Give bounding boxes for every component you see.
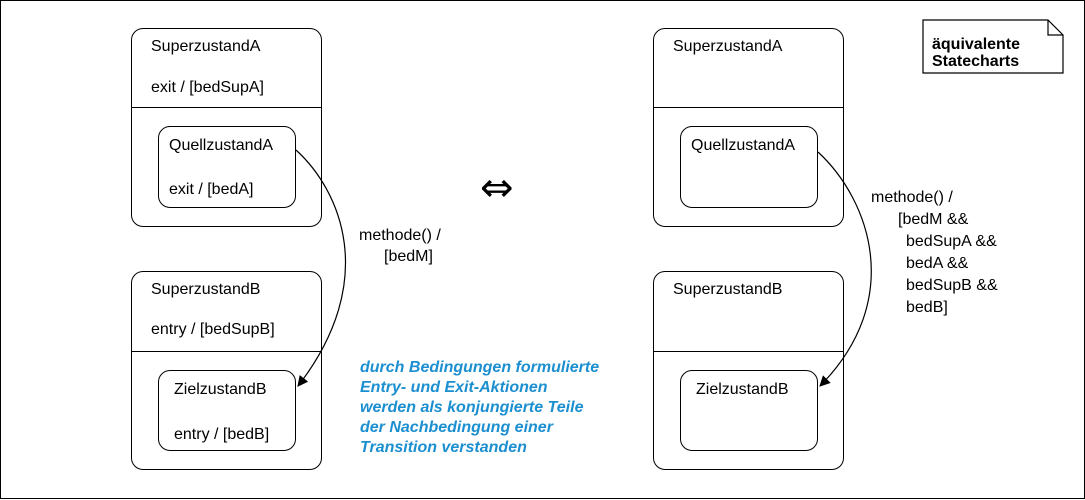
- right-zielzustand-b-name: ZielzustandB: [696, 381, 789, 398]
- left-zielzustand-b-action: entry / [bedB]: [174, 426, 270, 443]
- right-transition-label-line2: [bedM &&: [898, 211, 969, 228]
- left-superstate-b-name: SuperzustandB: [151, 281, 261, 298]
- explanation-line-5: Transition verstanden: [360, 439, 527, 456]
- right-transition-label-line4: bedA &&: [906, 255, 969, 272]
- note-line-2: Statecharts: [932, 53, 1020, 70]
- left-quellzustand-a-action: exit / [bedA]: [169, 181, 254, 198]
- right-transition-label-line5: bedSupB &&: [906, 277, 998, 294]
- left-transition-label-line1: methode() /: [359, 227, 441, 244]
- explanation-line-2: Entry- und Exit-Aktionen: [360, 379, 548, 396]
- left-zielzustand-b-name: ZielzustandB: [174, 381, 267, 398]
- left-superstate-b-divider: [131, 351, 322, 352]
- left-quellzustand-a: [158, 126, 296, 208]
- left-superstate-a-action: exit / [bedSupA]: [151, 79, 264, 96]
- left-transition-label-line2: [bedM]: [384, 248, 433, 265]
- right-transition-label-line6: bedB]: [906, 299, 948, 316]
- left-quellzustand-a-name: QuellzustandA: [169, 137, 274, 154]
- explanation-line-3: werden als konjungierte Teile: [360, 399, 584, 416]
- right-superstate-a-divider: [653, 107, 844, 108]
- right-superstate-b-name: SuperzustandB: [673, 281, 783, 298]
- right-transition-label-line3: bedSupA &&: [906, 233, 997, 250]
- right-quellzustand-a-name: QuellzustandA: [691, 137, 796, 154]
- left-superstate-a-name: SuperzustandA: [151, 38, 261, 55]
- note-line-1: äquivalente: [932, 36, 1021, 53]
- right-superstate-b-divider: [653, 351, 844, 352]
- explanation-line-4: der Nachbedingung einer: [360, 419, 553, 436]
- right-superstate-a-name: SuperzustandA: [673, 38, 783, 55]
- left-superstate-b-action: entry / [bedSupB]: [151, 321, 275, 338]
- left-superstate-a-divider: [131, 107, 322, 108]
- right-zielzustand-b: [680, 370, 818, 451]
- right-transition-label-line1: methode() /: [871, 189, 953, 206]
- equivalence-symbol: ⇔: [480, 165, 514, 211]
- left-zielzustand-b: [158, 370, 296, 451]
- explanation-line-1: durch Bedingungen formulierte: [360, 359, 600, 376]
- right-quellzustand-a: [680, 126, 818, 208]
